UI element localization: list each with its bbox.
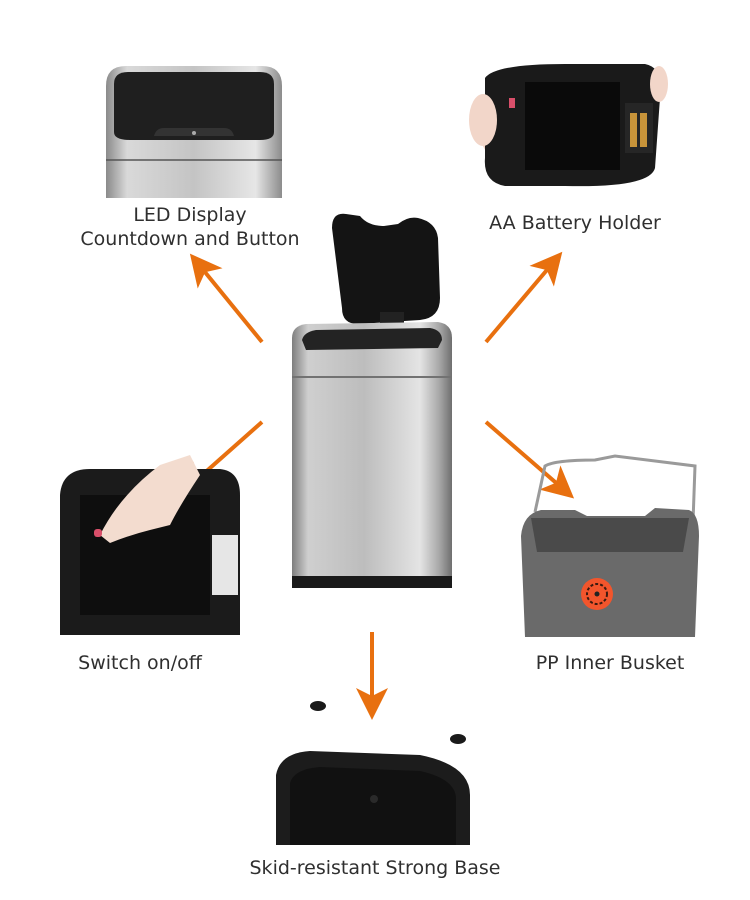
- arrow-to-inner-bucket: [484, 420, 575, 499]
- switch-image: [60, 455, 240, 635]
- base-label: Skid-resistant Strong Base: [249, 857, 501, 879]
- led-display-label: LED Display Countdown and Button: [60, 203, 320, 251]
- battery-holder-label: AA Battery Holder: [489, 212, 661, 234]
- trash-can-image: [292, 213, 452, 588]
- arrow-to-battery-holder: [484, 251, 563, 344]
- base-image: [276, 701, 470, 845]
- led-display-label-line2: Countdown and Button: [80, 228, 300, 250]
- led-display-label-line1: LED Display: [133, 204, 247, 226]
- inner-bucket-image: [521, 454, 699, 637]
- switch-label: Switch on/off: [78, 652, 202, 674]
- battery-holder-image: [469, 64, 668, 187]
- inner-bucket-label: PP Inner Busket: [535, 652, 685, 674]
- led-display-image: [106, 66, 282, 198]
- arrow-to-led-display: [189, 253, 264, 344]
